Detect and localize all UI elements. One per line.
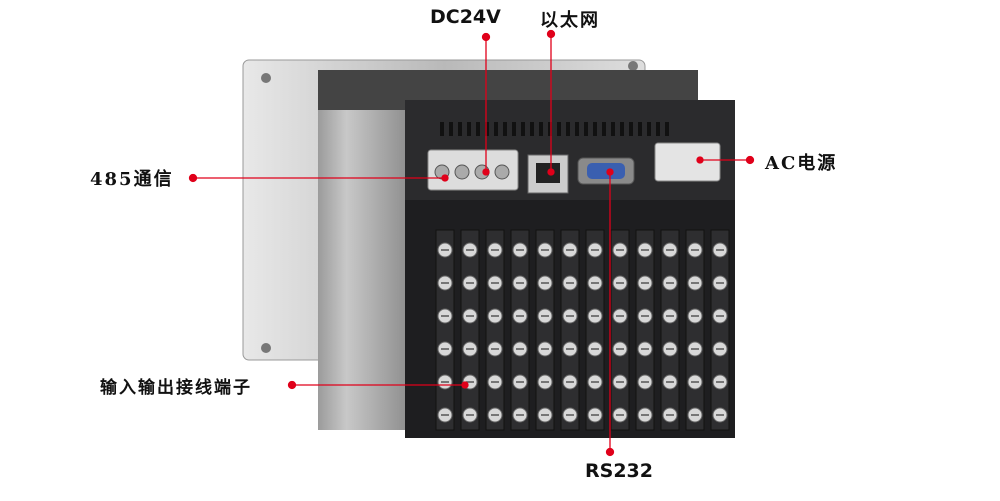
ac-power-terminal bbox=[654, 142, 721, 182]
rs485-terminal bbox=[427, 149, 519, 191]
housing-side bbox=[318, 70, 413, 430]
vent-slots bbox=[440, 122, 669, 136]
rs232-label: RS232 bbox=[585, 460, 653, 482]
annotation-dot bbox=[481, 32, 491, 42]
ethernet-label: 以太网 bbox=[540, 10, 600, 31]
dc24v-label: DC24V bbox=[430, 6, 501, 28]
screw-icon bbox=[261, 73, 271, 83]
annotation-dot bbox=[546, 29, 556, 39]
annotation-dot bbox=[188, 173, 198, 183]
ac-power-label: AC电源 bbox=[765, 153, 838, 174]
terminal-screw-icon bbox=[494, 164, 510, 180]
screw-icon bbox=[261, 343, 271, 353]
annotation-dot bbox=[605, 447, 615, 457]
annotation-dot bbox=[745, 155, 755, 165]
rs485-label: 485通信 bbox=[90, 169, 174, 190]
io-terminals-label: 输入输出接线端子 bbox=[100, 378, 252, 398]
annotation-dot bbox=[287, 380, 297, 390]
terminal-screw-icon bbox=[454, 164, 470, 180]
screw-icon bbox=[628, 61, 638, 71]
